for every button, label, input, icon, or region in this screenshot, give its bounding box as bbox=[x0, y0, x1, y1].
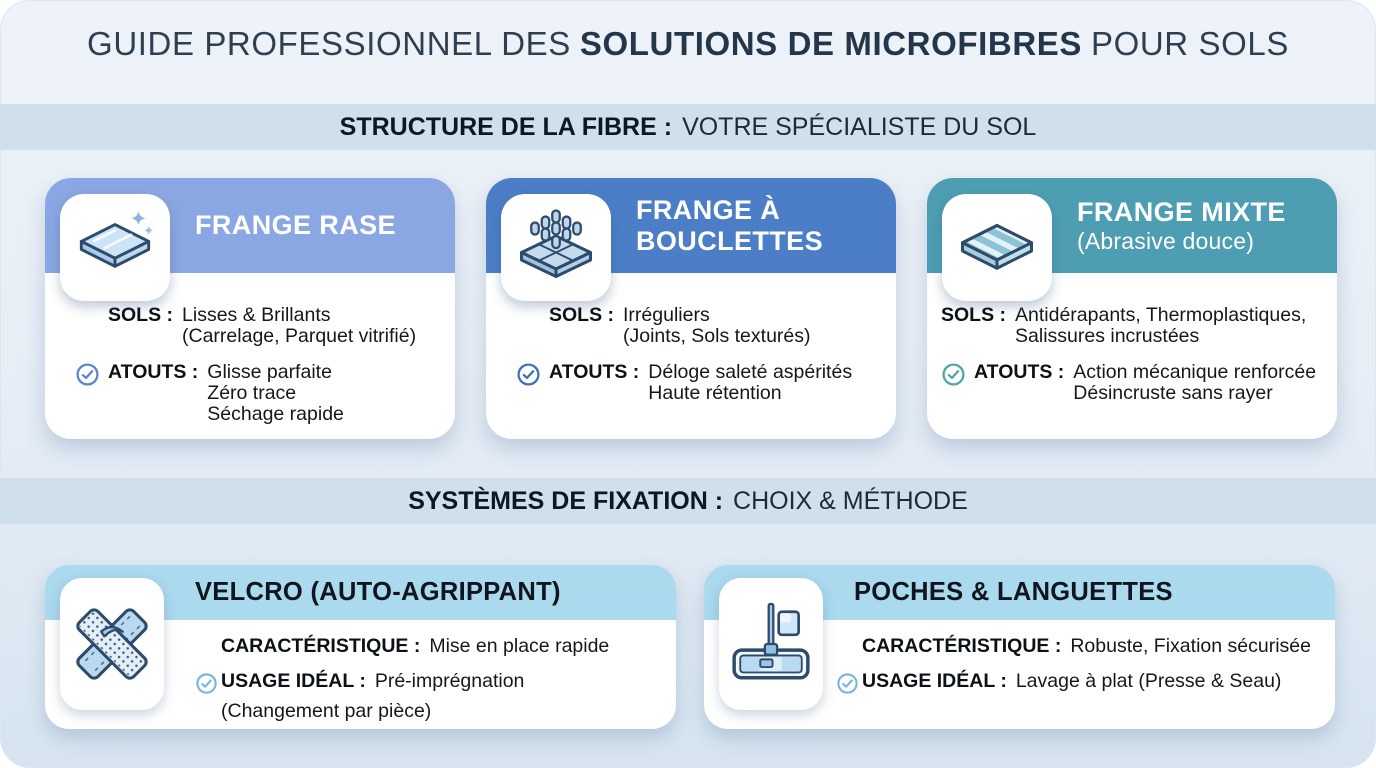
card-frange-a-bouclettes: FRANGE À BOUCLETTES SOLS : Irréguliers (… bbox=[486, 178, 896, 439]
check-circle-icon bbox=[75, 362, 108, 387]
atouts-values: Déloge saleté aspérités Haute rétention bbox=[648, 362, 852, 404]
sols-label: SOLS : bbox=[941, 304, 1007, 326]
sols-label: SOLS : bbox=[108, 304, 174, 326]
carac-value: Robuste, Fixation sécurisée bbox=[1070, 635, 1311, 657]
sols-row: SOLS : Irréguliers (Joints, Sols texturé… bbox=[486, 305, 896, 347]
sols-values: Irréguliers (Joints, Sols texturés) bbox=[623, 305, 810, 347]
empty-slot bbox=[195, 701, 221, 702]
carac-label: CARACTÉRISTIQUE : bbox=[862, 635, 1062, 657]
card-poches-header: POCHES & LANGUETTES bbox=[704, 565, 1335, 710]
card-frange-rase-header: FRANGE RASE bbox=[45, 178, 455, 301]
usage-row: USAGE IDÉAL : Pré-imprégnation bbox=[195, 671, 676, 695]
card-frange-rase-title: FRANGE RASE bbox=[195, 210, 396, 241]
section-header-fiber: STRUCTURE DE LA FIBRE : VOTRE SPÉCIALIST… bbox=[0, 104, 1376, 150]
card-title-line: FRANGE MIXTE bbox=[1077, 197, 1286, 228]
section-fixation-rest: CHOIX & MÉTHODE bbox=[733, 486, 968, 515]
atouts-value-line: Déloge saleté aspérités bbox=[648, 361, 853, 383]
usage-label: USAGE IDÉAL : bbox=[862, 670, 1007, 692]
card-frange-rase-body: SOLS : Lisses & Brillants (Carrelage, Pa… bbox=[45, 273, 455, 425]
card-mixte-icon-box bbox=[942, 194, 1052, 301]
card-velcro-title: VELCRO (AUTO-AGRIPPANT) bbox=[195, 578, 561, 606]
atouts-value-line: Haute rétention bbox=[648, 382, 782, 404]
sols-values: Antidérapants, Thermoplastiques, Salissu… bbox=[1015, 305, 1306, 347]
section-fixation-bold: SYSTÈMES DE FIXATION : bbox=[408, 486, 724, 515]
page-title-suffix: POUR SOLS bbox=[1090, 25, 1289, 62]
card-poches-languettes: POCHES & LANGUETTES CARACTÉRISTIQUE : Ro… bbox=[704, 565, 1335, 729]
flat-tile-icon bbox=[79, 210, 153, 268]
card-bouclettes-header: FRANGE À BOUCLETTES bbox=[486, 178, 896, 301]
sols-value-line: Salissures incrustées bbox=[1015, 325, 1200, 347]
atouts-value-line: Glisse parfaite bbox=[207, 361, 332, 383]
usage-extra-row: (Changement par pièce) bbox=[195, 701, 676, 722]
sols-value-line: Antidérapants, Thermoplastiques, bbox=[1015, 304, 1307, 326]
card-velcro: VELCRO (AUTO-AGRIPPANT) CARACTÉRISTIQUE … bbox=[45, 565, 676, 729]
empty-slot bbox=[836, 636, 862, 637]
card-title-line: BOUCLETTES bbox=[636, 225, 824, 256]
usage-value: Pré-imprégnation bbox=[374, 670, 525, 692]
card-velcro-body: CARACTÉRISTIQUE : Mise en place rapide U… bbox=[45, 620, 676, 722]
atouts-label: ATOUTS : bbox=[108, 361, 199, 383]
atouts-row: ATOUTS : Glisse parfaite Zéro trace Séch… bbox=[45, 362, 455, 425]
card-frange-mixte: FRANGE MIXTE (Abrasive douce) SOLS : Ant… bbox=[927, 178, 1337, 439]
card-title-line: FRANGE À bbox=[636, 195, 781, 225]
card-velcro-header: VELCRO (AUTO-AGRIPPANT) bbox=[45, 565, 676, 710]
card-frange-rase: FRANGE RASE SOLS : Lisses & Brillants (C… bbox=[45, 178, 455, 439]
carac-row: CARACTÉRISTIQUE : Robuste, Fixation sécu… bbox=[836, 636, 1335, 657]
page-title-prefix: GUIDE PROFESSIONNEL DES bbox=[87, 25, 571, 62]
atouts-values: Glisse parfaite Zéro trace Séchage rapid… bbox=[207, 362, 344, 425]
sols-row: SOLS : Antidérapants, Thermoplastiques, … bbox=[927, 305, 1337, 347]
sols-row: SOLS : Lisses & Brillants (Carrelage, Pa… bbox=[45, 305, 455, 347]
atouts-value-line: Action mécanique renforcée bbox=[1073, 361, 1317, 383]
loop-tile-icon bbox=[520, 208, 592, 278]
card-poches-icon-box bbox=[719, 578, 823, 710]
atouts-row: ATOUTS : Action mécanique renforcée Dési… bbox=[927, 362, 1337, 404]
card-mixte-subtitle: (Abrasive douce) bbox=[1077, 227, 1255, 254]
atouts-values: Action mécanique renforcée Désincruste s… bbox=[1073, 362, 1316, 404]
section-fiber-bold: STRUCTURE DE LA FIBRE : bbox=[339, 112, 673, 141]
sols-value-line: Lisses & Brillants bbox=[182, 304, 331, 326]
card-mixte-title: FRANGE MIXTE (Abrasive douce) bbox=[1077, 197, 1286, 253]
card-poches-title: POCHES & LANGUETTES bbox=[854, 578, 1173, 606]
usage-value: Lavage à plat (Presse & Seau) bbox=[1015, 670, 1282, 692]
section-header-fixation: SYSTÈMES DE FIXATION : CHOIX & MÉTHODE bbox=[0, 478, 1376, 524]
card-velcro-icon-box bbox=[60, 578, 164, 710]
atouts-label: ATOUTS : bbox=[974, 361, 1065, 383]
card-title-line: FRANGE RASE bbox=[195, 210, 396, 241]
card-bouclettes-title: FRANGE À BOUCLETTES bbox=[636, 195, 823, 256]
usage-row: USAGE IDÉAL : Lavage à plat (Presse & Se… bbox=[836, 671, 1335, 695]
card-mixte-header: FRANGE MIXTE (Abrasive douce) bbox=[927, 178, 1337, 301]
sols-values: Lisses & Brillants (Carrelage, Parquet v… bbox=[182, 305, 416, 347]
carac-value: Mise en place rapide bbox=[429, 635, 610, 657]
carac-label: CARACTÉRISTIQUE : bbox=[221, 635, 421, 657]
atouts-value-line: Séchage rapide bbox=[207, 403, 344, 425]
check-circle-icon bbox=[516, 362, 549, 387]
carac-row: CARACTÉRISTIQUE : Mise en place rapide bbox=[195, 636, 676, 657]
sols-label: SOLS : bbox=[549, 304, 615, 326]
usage-label: USAGE IDÉAL : bbox=[221, 670, 366, 692]
sols-value-line: (Carrelage, Parquet vitrifié) bbox=[182, 325, 417, 347]
card-mixte-body: SOLS : Antidérapants, Thermoplastiques, … bbox=[927, 273, 1337, 404]
sols-value-line: Irréguliers bbox=[623, 304, 710, 326]
check-circle-icon bbox=[195, 671, 221, 695]
card-frange-rase-icon-box bbox=[60, 194, 170, 301]
atouts-value-line: Désincruste sans rayer bbox=[1073, 382, 1273, 404]
empty-slot bbox=[195, 636, 221, 637]
flat-mop-icon bbox=[732, 602, 810, 680]
sols-value-line: (Joints, Sols texturés) bbox=[623, 325, 811, 347]
card-bouclettes-icon-box bbox=[501, 194, 611, 301]
atouts-value-line: Zéro trace bbox=[207, 382, 297, 404]
card-poches-body: CARACTÉRISTIQUE : Robuste, Fixation sécu… bbox=[704, 620, 1335, 695]
check-circle-icon bbox=[836, 671, 862, 695]
striped-tile-icon bbox=[961, 223, 1033, 270]
page-title-highlight: SOLUTIONS DE MICROFIBRES bbox=[579, 25, 1082, 62]
card-bouclettes-body: SOLS : Irréguliers (Joints, Sols texturé… bbox=[486, 273, 896, 404]
atouts-label: ATOUTS : bbox=[549, 361, 640, 383]
section-fiber-rest: VOTRE SPÉCIALISTE DU SOL bbox=[682, 112, 1037, 141]
check-circle-icon bbox=[941, 362, 974, 387]
atouts-row: ATOUTS : Déloge saleté aspérités Haute r… bbox=[486, 362, 896, 404]
velcro-strips-icon bbox=[76, 608, 148, 680]
usage-extra-value: (Changement par pièce) bbox=[221, 700, 432, 722]
